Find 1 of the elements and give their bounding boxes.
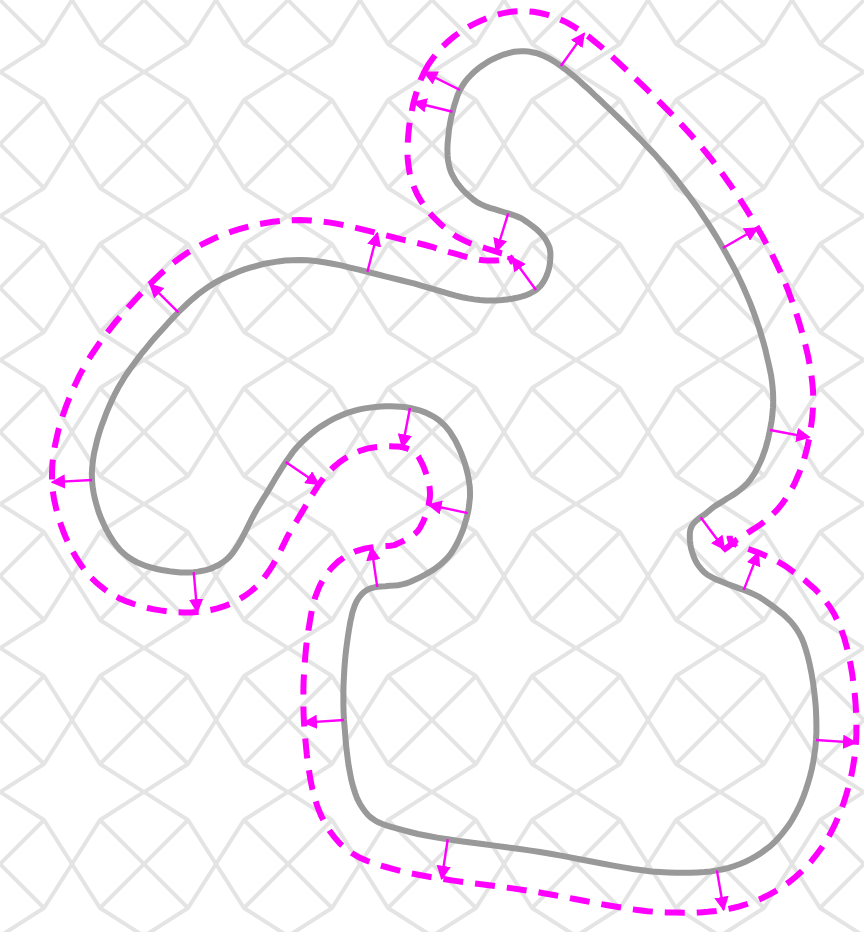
offset-curve-drawing bbox=[49, 8, 860, 916]
